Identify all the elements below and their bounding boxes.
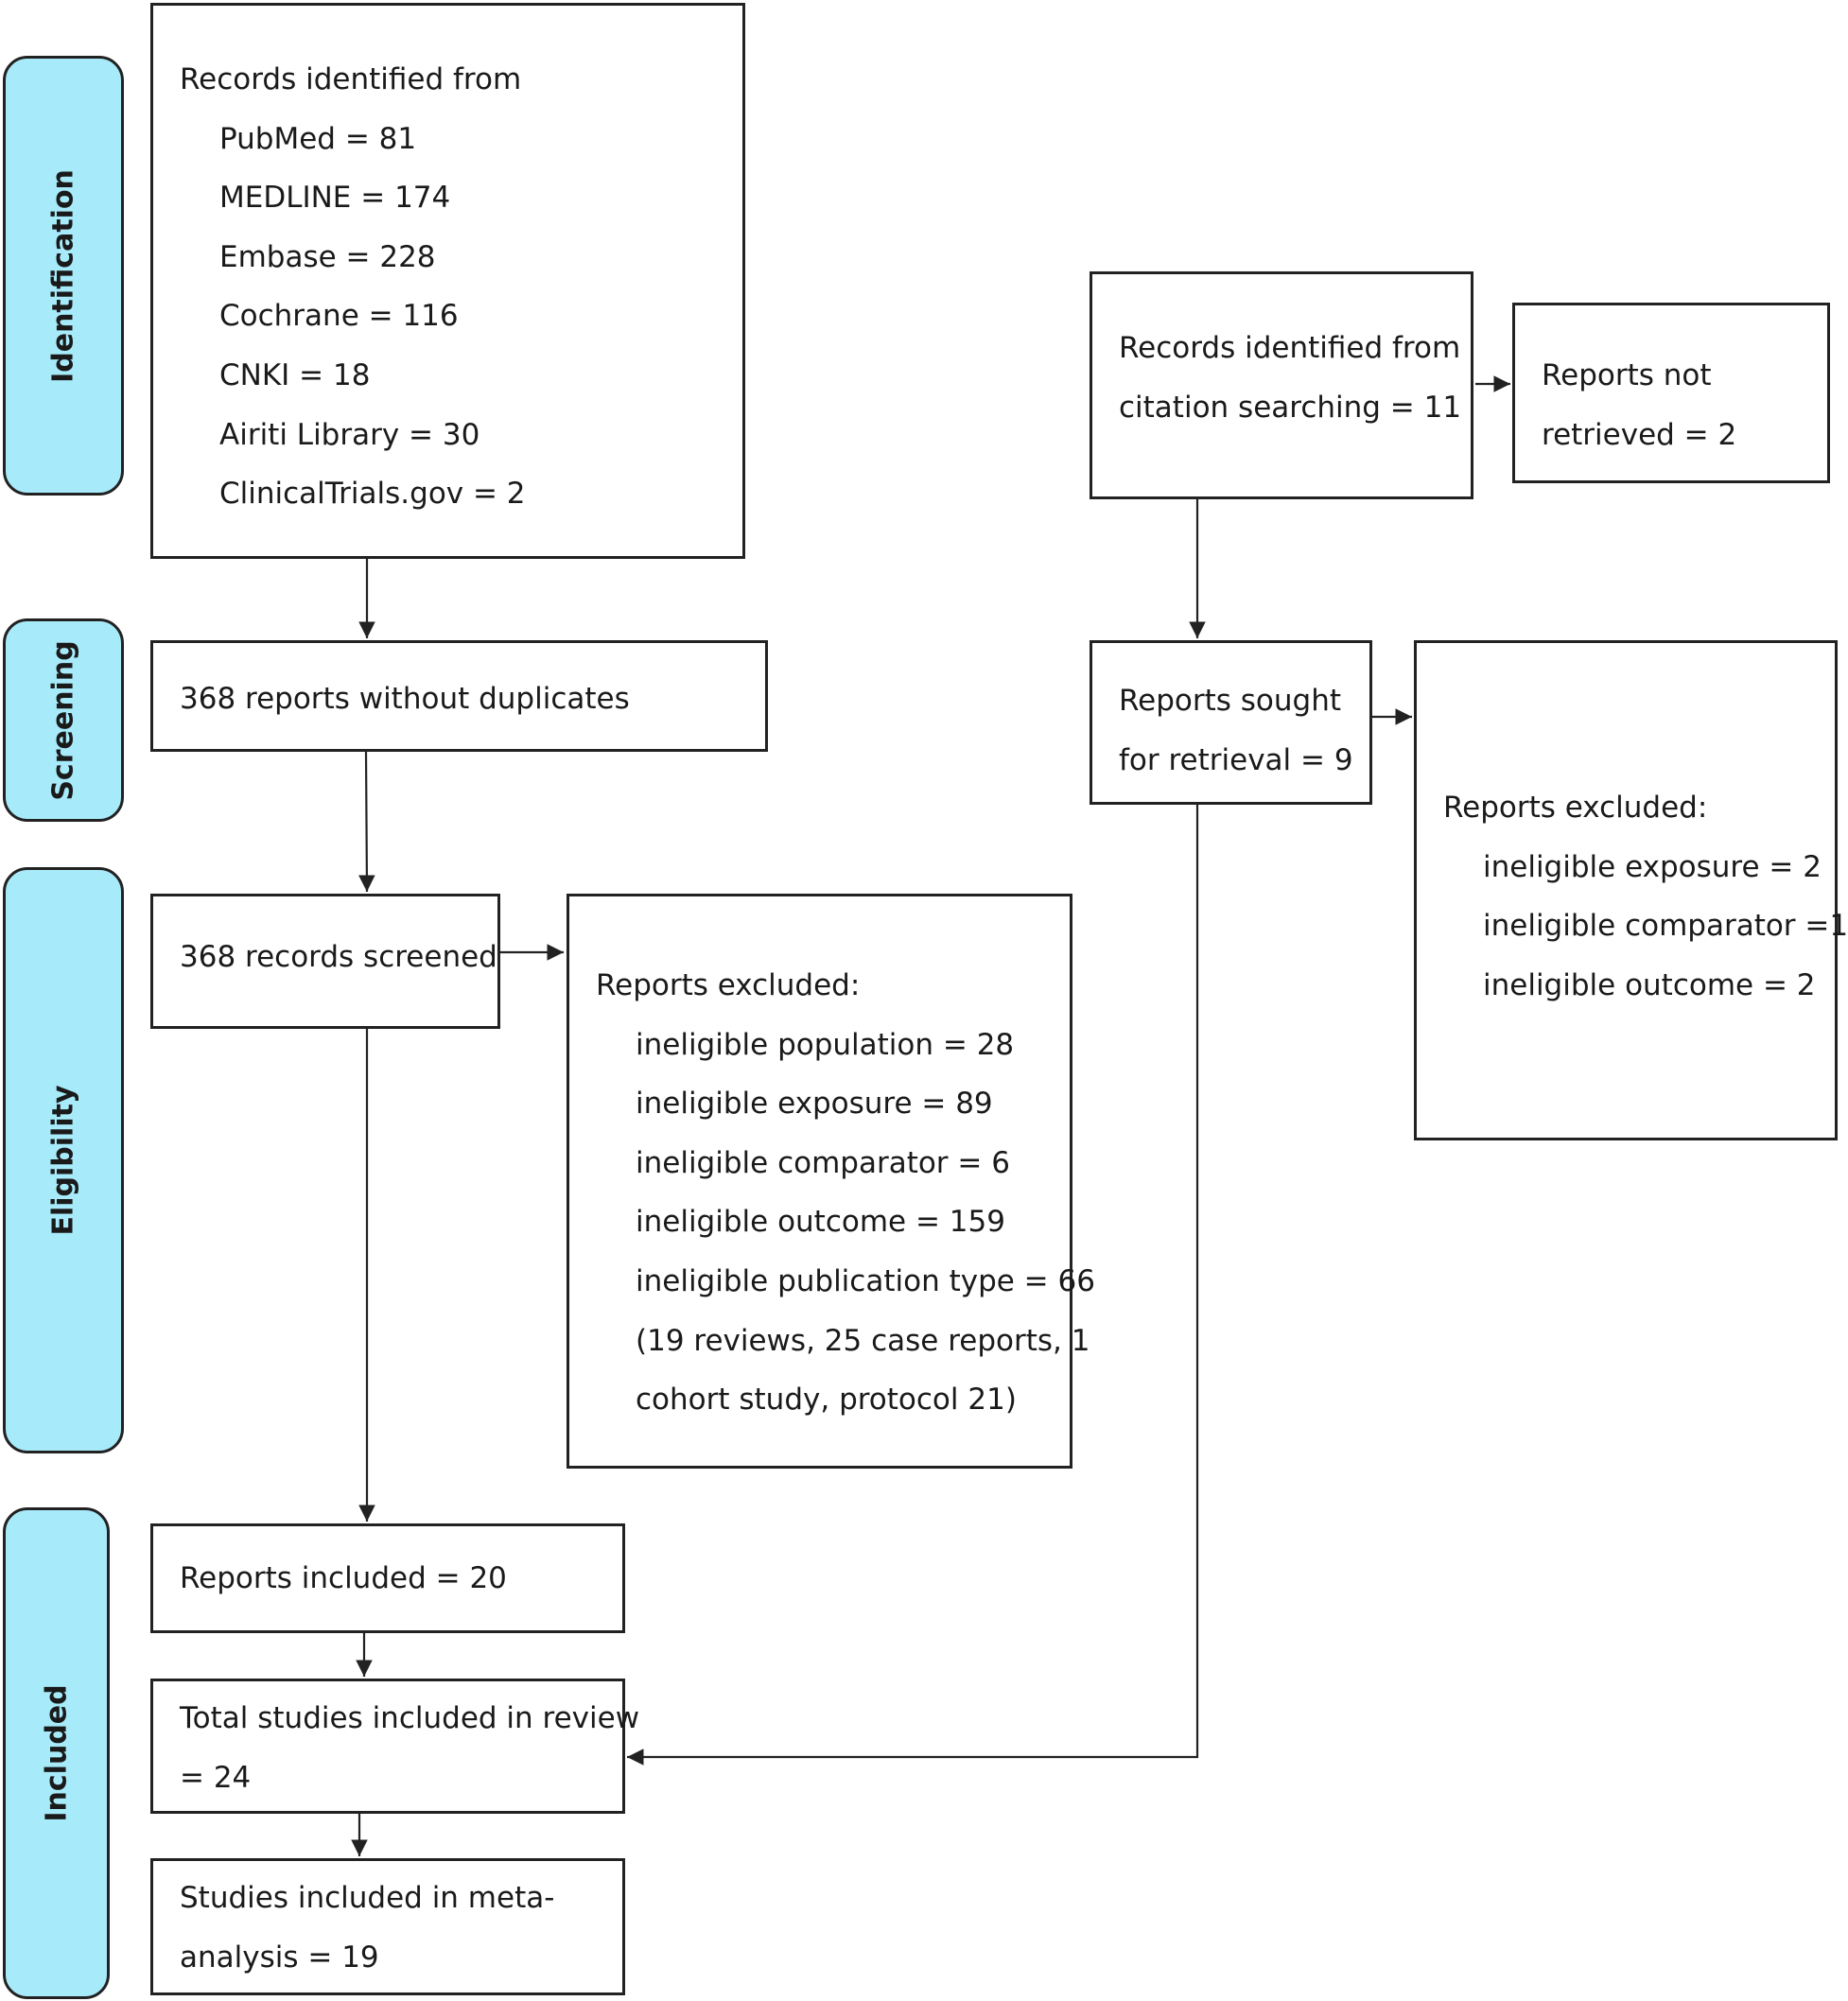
total-included-line: = 24 (180, 1760, 252, 1795)
sought-retrieval-box: Reports sought for retrieval = 9 (1090, 640, 1372, 805)
phase-eligibility: Eligibility (3, 867, 124, 1453)
without-duplicates-text: 368 reports without duplicates (180, 682, 630, 716)
sought-retrieval-line: for retrieval = 9 (1119, 742, 1353, 777)
records-screened-text: 368 records screened (180, 940, 497, 974)
citation-search-line: Records identified from (1119, 331, 1461, 365)
phase-identification: Identification (3, 56, 124, 496)
meta-analysis-line: analysis = 19 (180, 1940, 379, 1975)
excluded-right-item: ineligible outcome = 2 (1483, 967, 1816, 1002)
meta-analysis-line: Studies included in meta- (180, 1881, 555, 1915)
excluded-main-heading: Reports excluded: (596, 968, 861, 1002)
excluded-main-item: ineligible exposure = 89 (636, 1087, 993, 1122)
total-included-box: Total studies included in review = 24 (150, 1679, 640, 1814)
excluded-right-heading: Reports excluded: (1443, 791, 1708, 825)
excluded-main-item: ineligible outcome = 159 (636, 1205, 1005, 1240)
excluded-main-item: cohort study, protocol 21) (636, 1383, 1017, 1418)
source-item: Embase = 228 (219, 239, 436, 274)
source-item: CNKI = 18 (219, 357, 371, 392)
source-item: MEDLINE = 174 (219, 181, 451, 216)
excluded-main-item: (19 reviews, 25 case reports, 1 (636, 1323, 1090, 1358)
reports-included-text: Reports included = 20 (180, 1561, 507, 1595)
records-screened-box: 368 records screened (150, 894, 500, 1029)
excluded-main-item: ineligible comparator = 6 (636, 1145, 1010, 1180)
excluded-right-item: ineligible comparator =1 (1483, 909, 1848, 944)
citation-search-box: Records identified from citation searchi… (1090, 271, 1473, 499)
phase-screening: Screening (3, 618, 124, 822)
not-retrieved-box: Reports not retrieved = 2 (1512, 303, 1830, 483)
records-identified-heading: Records identified from (180, 62, 522, 96)
records-identified-box: Records identified from PubMed = 81 MEDL… (150, 3, 745, 559)
arrow-duplicates-to-screened (358, 751, 375, 893)
not-retrieved-line: Reports not (1542, 358, 1712, 392)
citation-search-line: citation searching = 11 (1119, 390, 1462, 425)
arrow-sought-to-total (627, 805, 1199, 1766)
source-item: ClinicalTrials.gov = 2 (219, 477, 526, 512)
total-included-line: Total studies included in review (180, 1701, 640, 1735)
sought-retrieval-line: Reports sought (1119, 684, 1342, 718)
phase-included: Included (3, 1507, 110, 1999)
without-duplicates-box: 368 reports without duplicates (150, 640, 768, 752)
excluded-main-item: ineligible population = 28 (636, 1027, 1015, 1062)
excluded-right-item: ineligible exposure = 2 (1483, 849, 1822, 884)
excluded-right-box: Reports excluded: ineligible exposure = … (1414, 640, 1848, 1140)
excluded-main-item: ineligible publication type = 66 (636, 1263, 1095, 1298)
source-item: Airiti Library = 30 (219, 417, 480, 452)
meta-analysis-box: Studies included in meta- analysis = 19 (150, 1858, 625, 1995)
not-retrieved-line: retrieved = 2 (1542, 417, 1737, 452)
source-item: PubMed = 81 (219, 121, 417, 156)
reports-included-box: Reports included = 20 (150, 1523, 625, 1633)
excluded-main-box: Reports excluded: ineligible population … (567, 894, 1095, 1469)
source-item: Cochrane = 116 (219, 299, 459, 334)
